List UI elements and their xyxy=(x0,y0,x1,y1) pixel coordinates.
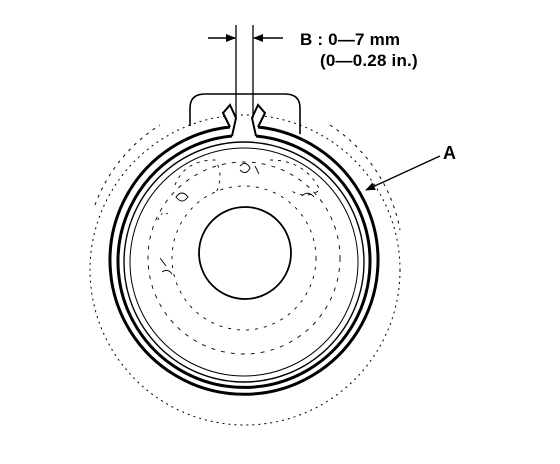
callout-a-label: A xyxy=(443,143,456,163)
outer-housing-arc xyxy=(94,124,161,206)
hub-face-mark-4 xyxy=(159,257,173,275)
dimension-b-label: B : 0—7 mm xyxy=(300,30,401,49)
hub-face-lobe-right xyxy=(269,159,321,196)
hub-face-mark-3 xyxy=(239,163,260,175)
dimension-b-imperial-label: (0—0.28 in.) xyxy=(320,51,418,70)
housing-bore-ring xyxy=(123,141,365,383)
hub-face-dashed xyxy=(147,161,341,355)
center-bore xyxy=(198,206,292,300)
housing-inner-ring xyxy=(129,147,359,377)
outer-housing-arc-right xyxy=(329,124,401,231)
snap-ring-outer xyxy=(108,125,380,396)
callout-a-leader xyxy=(365,155,441,191)
hub-face-mark-2 xyxy=(301,192,315,198)
hub-face-lobe-left xyxy=(174,159,221,196)
outer-housing-outline xyxy=(89,114,401,426)
hub-face-mark-5 xyxy=(157,212,169,221)
hub-face-inner-dashed xyxy=(171,185,317,331)
upper-bracket xyxy=(189,93,301,134)
snap-ring-inner xyxy=(116,134,372,389)
snap-ring-end-right xyxy=(250,103,267,137)
snap-ring-end-left xyxy=(221,103,238,137)
hub-face-mark-1 xyxy=(175,192,189,202)
